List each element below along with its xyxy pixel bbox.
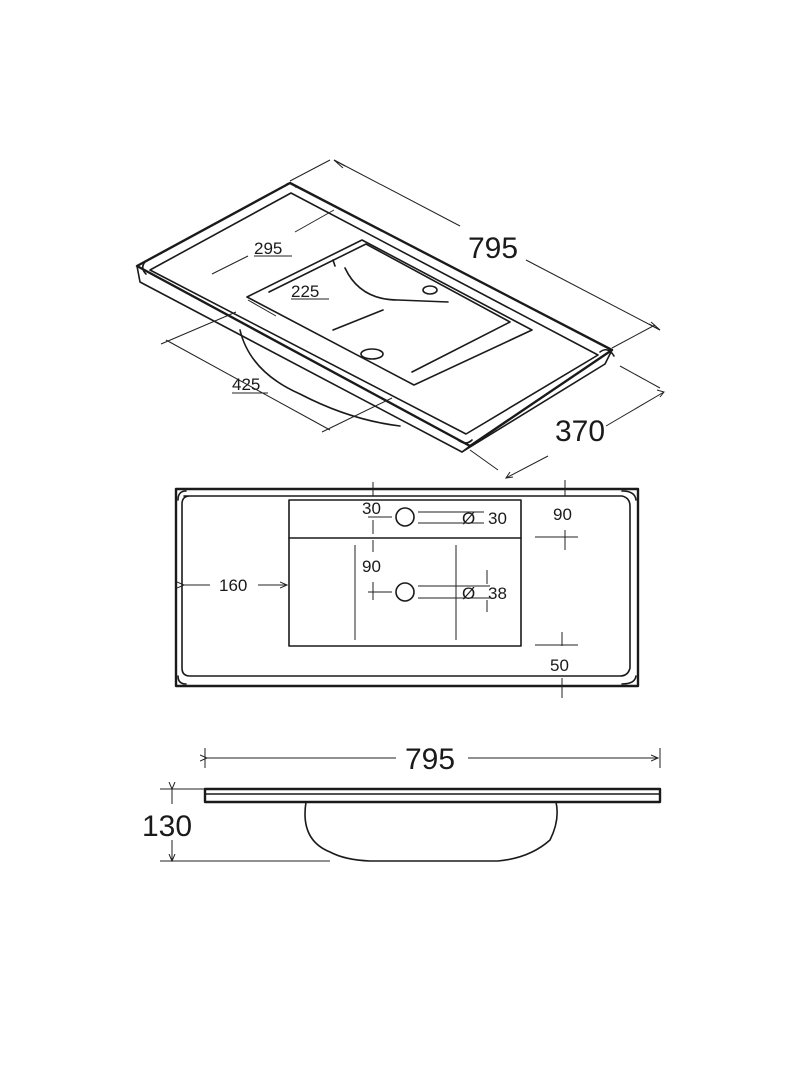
dim-iso-425: 425 — [160, 311, 393, 433]
plan-waste-hole — [395, 582, 415, 602]
iso-bowl-length-label: 295 — [254, 239, 282, 258]
dim-iso-225: 225 — [247, 282, 329, 317]
iso-depth-label: 370 — [555, 415, 605, 448]
iso-length-label: 795 — [468, 232, 518, 265]
plan-left-margin-label: 160 — [219, 576, 247, 595]
side-bowl-profile — [304, 801, 558, 862]
side-length-label: 795 — [405, 743, 455, 776]
iso-bowl-underside — [239, 329, 401, 427]
side-height-label: 130 — [142, 810, 192, 843]
plan-waste-dia-label: 38 — [488, 584, 507, 603]
dim-iso-795: 795 — [289, 159, 661, 349]
side-top-slab — [203, 787, 662, 804]
plan-tap-hole — [395, 507, 415, 527]
plan-outer-outline — [174, 487, 640, 688]
isometric-view: 795 370 295 225 42 — [135, 159, 665, 479]
iso-left-offset-label: 425 — [232, 375, 260, 394]
plan-bowl-outline — [288, 499, 522, 647]
plan-tap-dia-label: 30 — [488, 509, 507, 528]
plan-right-margin-label: 90 — [553, 505, 572, 524]
side-view: 795 130 — [142, 743, 662, 862]
plan-waste-dia-symbol: Ø — [462, 584, 475, 603]
dim-iso-370: 370 — [469, 365, 665, 479]
plan-tap-offset-label: 30 — [362, 499, 381, 518]
plan-waste-offset-label: 90 — [362, 557, 381, 576]
iso-bowl-opening — [246, 239, 533, 386]
plan-front-margin-label: 50 — [550, 656, 569, 675]
iso-tap-hole — [422, 285, 438, 295]
dim-iso-295: 295 — [211, 209, 335, 275]
iso-inner-rim — [149, 192, 599, 435]
iso-bowl-depth-label: 225 — [291, 282, 319, 301]
iso-waste-hole — [360, 348, 384, 360]
plan-tap-dia-symbol: Ø — [462, 509, 475, 528]
plan-inner-rim — [181, 495, 631, 677]
plan-view: 30 Ø 30 90 90 160 Ø 38 50 — [174, 480, 640, 698]
